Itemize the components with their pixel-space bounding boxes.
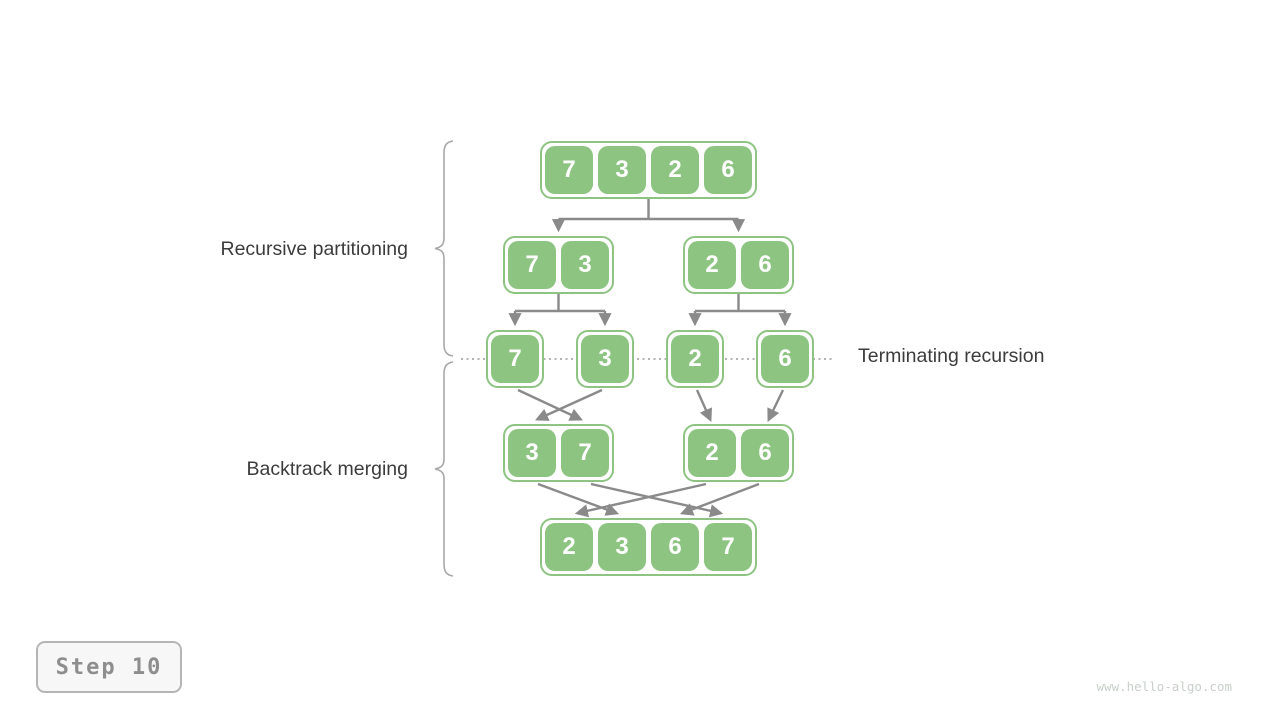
step-badge: Step 10 [36, 641, 182, 693]
brace-recursive-partitioning [434, 140, 454, 357]
label-terminating-recursion: Terminating recursion [858, 345, 1045, 367]
array-cell: 6 [704, 146, 752, 194]
array-cell: 3 [508, 429, 556, 477]
array-level3-item3: 2 [666, 330, 724, 388]
brace-backtrack-merging [434, 361, 454, 577]
label-backtrack-merging: Backtrack merging [246, 458, 408, 480]
array-cell: 7 [508, 241, 556, 289]
array-level5: 2 3 6 7 [540, 518, 757, 576]
array-level3-item2: 3 [576, 330, 634, 388]
array-cell: 3 [598, 523, 646, 571]
array-level2-right: 2 6 [683, 236, 794, 294]
watermark: www.hello-algo.com [1096, 679, 1232, 694]
array-cell: 6 [741, 429, 789, 477]
array-level3-item1: 7 [486, 330, 544, 388]
array-cell: 2 [545, 523, 593, 571]
merge-arrows-lower [537, 482, 760, 518]
array-cell: 2 [688, 429, 736, 477]
array-cell: 6 [761, 335, 809, 383]
array-cell: 2 [651, 146, 699, 194]
array-cell: 7 [545, 146, 593, 194]
label-recursive-partitioning: Recursive partitioning [220, 238, 408, 260]
array-level4-left: 3 7 [503, 424, 614, 482]
array-cell: 3 [598, 146, 646, 194]
array-cell: 6 [741, 241, 789, 289]
array-cell: 7 [491, 335, 539, 383]
array-cell: 3 [581, 335, 629, 383]
array-level4-right: 2 6 [683, 424, 794, 482]
array-cell: 7 [561, 429, 609, 477]
array-level1: 7 3 2 6 [540, 141, 757, 199]
split-connector-left [508, 294, 612, 327]
array-cell: 2 [671, 335, 719, 383]
array-cell: 3 [561, 241, 609, 289]
array-cell: 7 [704, 523, 752, 571]
array-cell: 6 [651, 523, 699, 571]
merge-arrows-upper [517, 388, 785, 423]
split-connector-top [551, 199, 746, 233]
array-level3-item4: 6 [756, 330, 814, 388]
array-level2-left: 7 3 [503, 236, 614, 294]
split-connector-right [688, 294, 792, 327]
array-cell: 2 [688, 241, 736, 289]
